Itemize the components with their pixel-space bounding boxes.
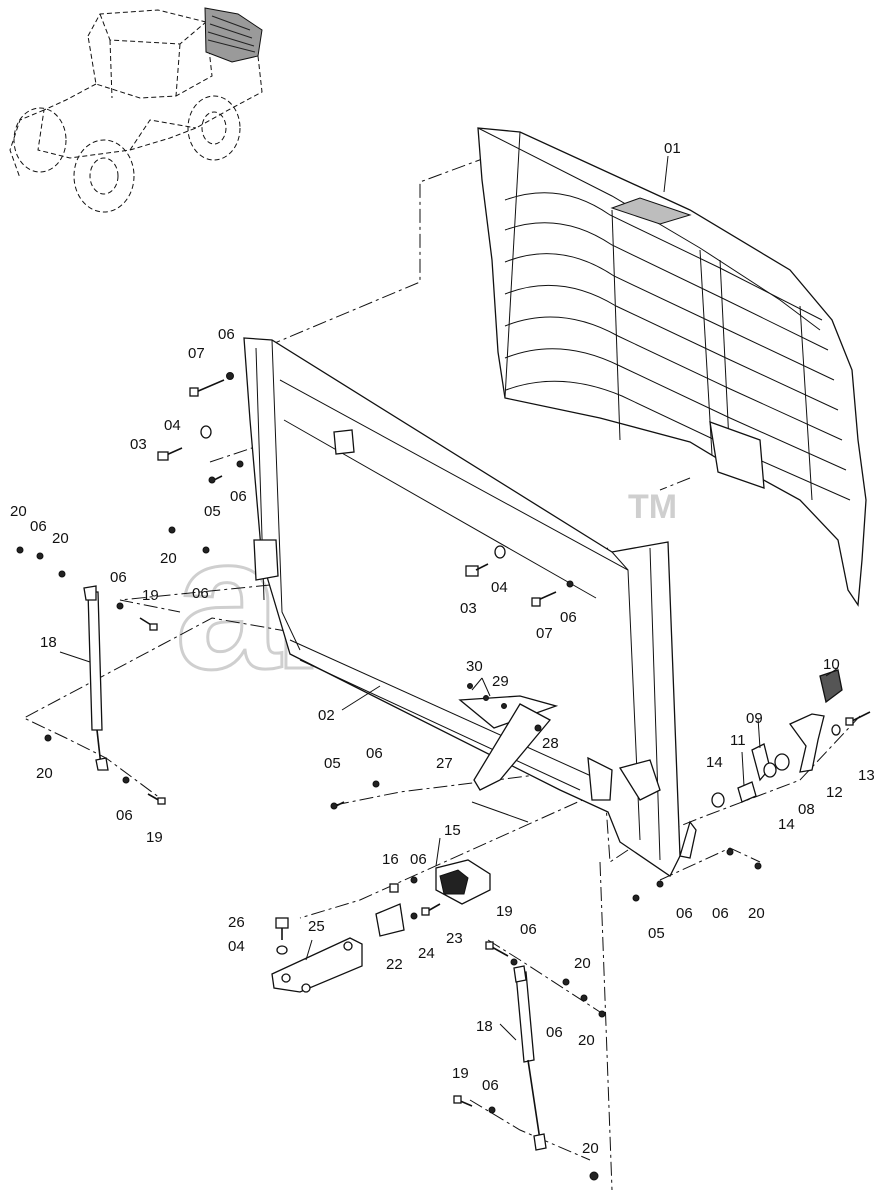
label-07: 07 bbox=[536, 625, 553, 642]
label-06: 06 bbox=[110, 569, 127, 586]
part-labels: 01 02 03 03 04 04 04 05 05 05 06 06 06 0… bbox=[10, 140, 875, 1157]
label-04: 04 bbox=[491, 579, 508, 596]
label-20: 20 bbox=[36, 765, 53, 782]
label-06: 06 bbox=[410, 851, 427, 868]
fasteners bbox=[16, 372, 871, 1181]
label-20: 20 bbox=[10, 503, 27, 520]
label-05: 05 bbox=[324, 755, 341, 772]
label-03: 03 bbox=[460, 600, 477, 617]
label-06: 06 bbox=[676, 905, 693, 922]
label-07: 07 bbox=[188, 345, 205, 362]
frame bbox=[243, 337, 697, 877]
label-05: 05 bbox=[648, 925, 665, 942]
label-09: 09 bbox=[746, 710, 763, 727]
label-03: 03 bbox=[130, 436, 147, 453]
label-14: 14 bbox=[778, 816, 795, 833]
label-19: 19 bbox=[146, 829, 163, 846]
label-22: 22 bbox=[386, 956, 403, 973]
label-18: 18 bbox=[40, 634, 57, 651]
label-14: 14 bbox=[706, 754, 723, 771]
label-02: 02 bbox=[318, 707, 335, 724]
label-06: 06 bbox=[230, 488, 247, 505]
label-04: 04 bbox=[228, 938, 245, 955]
watermark-trademark: TM bbox=[628, 488, 677, 526]
label-19: 19 bbox=[142, 587, 159, 604]
label-06: 06 bbox=[712, 905, 729, 922]
label-15: 15 bbox=[444, 822, 461, 839]
label-16: 16 bbox=[382, 851, 399, 868]
label-10: 10 bbox=[823, 656, 840, 673]
label-24: 24 bbox=[418, 945, 435, 962]
label-20: 20 bbox=[748, 905, 765, 922]
label-29: 29 bbox=[492, 673, 509, 690]
label-19: 19 bbox=[452, 1065, 469, 1082]
loader-thumbnail bbox=[9, 7, 263, 213]
label-20: 20 bbox=[574, 955, 591, 972]
label-13: 13 bbox=[858, 767, 875, 784]
label-06: 06 bbox=[546, 1024, 563, 1041]
label-06: 06 bbox=[218, 326, 235, 343]
label-01: 01 bbox=[664, 140, 681, 157]
grille-panel bbox=[477, 127, 867, 607]
label-20: 20 bbox=[578, 1032, 595, 1049]
label-11: 11 bbox=[730, 732, 746, 749]
label-06: 06 bbox=[30, 518, 47, 535]
label-18: 18 bbox=[476, 1018, 493, 1035]
label-27: 27 bbox=[436, 755, 453, 772]
label-06: 06 bbox=[116, 807, 133, 824]
label-19: 19 bbox=[496, 903, 513, 920]
label-06: 06 bbox=[366, 745, 383, 762]
label-26: 26 bbox=[228, 914, 245, 931]
label-23: 23 bbox=[446, 930, 463, 947]
label-20: 20 bbox=[582, 1140, 599, 1157]
label-08: 08 bbox=[798, 801, 815, 818]
label-20: 20 bbox=[160, 550, 177, 567]
label-05: 05 bbox=[204, 503, 221, 520]
label-06: 06 bbox=[482, 1077, 499, 1094]
label-04: 04 bbox=[164, 417, 181, 434]
gas-struts bbox=[83, 585, 547, 1151]
label-06: 06 bbox=[520, 921, 537, 938]
leader-lines bbox=[59, 155, 839, 1041]
label-25: 25 bbox=[308, 918, 325, 935]
label-30: 30 bbox=[466, 658, 483, 675]
label-06: 06 bbox=[192, 585, 209, 602]
label-12: 12 bbox=[826, 784, 843, 801]
label-28: 28 bbox=[542, 735, 559, 752]
label-06: 06 bbox=[560, 609, 577, 626]
label-20: 20 bbox=[52, 530, 69, 547]
